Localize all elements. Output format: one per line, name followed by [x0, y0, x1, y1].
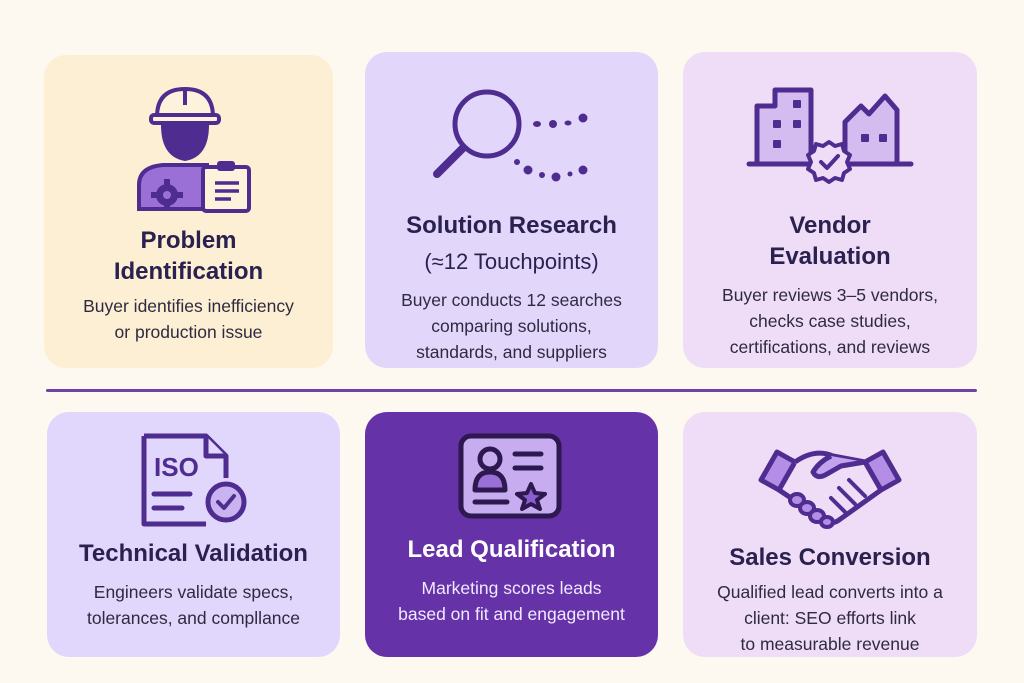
card-title: Solution Research: [406, 212, 617, 239]
card-description: Engineers validate specs, tolerances, an…: [86, 582, 301, 628]
stage-card-problem-identification: Problem Identification Buyer identifies …: [44, 55, 333, 368]
card-subtitle: (≈12 Touchpoints): [424, 249, 599, 274]
stage-card-vendor-evaluation: Vendor Evaluation Buyer reviews 3–5 vend…: [683, 52, 977, 368]
card-description: Marketing scores leads based on fit and …: [398, 578, 625, 624]
card-title-line2: Identification: [113, 258, 264, 285]
stage-card-sales-conversion: Sales Conversion Qualified lead converts…: [683, 412, 977, 657]
buildings-with-verified-badge-icon: [746, 87, 914, 184]
card-title: Sales Conversion: [729, 544, 931, 571]
card-description: Buyer conducts 12 searches comparing sol…: [401, 290, 622, 362]
id-card-with-star-icon: [458, 433, 561, 519]
handshake-icon: [758, 449, 902, 529]
stage-card-lead-qualification: Lead Qualification Marketing scores lead…: [365, 412, 658, 657]
card-title: Vendor: [789, 212, 871, 239]
card-description: Qualified lead converts into a client: S…: [717, 582, 943, 654]
card-description: Buyer reviews 3–5 vendors, checks case s…: [722, 285, 938, 357]
stage-card-technical-validation: ISO Technical Validation Engineers valid…: [47, 412, 340, 657]
card-title: Lead Qualification: [407, 536, 616, 563]
card-description: Buyer identifies inefficiency or product…: [83, 296, 294, 342]
card-title: Technical Validation: [79, 540, 308, 567]
engineer-with-clipboard-icon: [136, 86, 251, 213]
card-title: Problem: [140, 227, 237, 254]
row-divider: [46, 389, 977, 392]
svg-text:ISO: ISO: [154, 452, 199, 482]
iso-document-check-icon: ISO: [141, 433, 246, 527]
card-title-line2: Evaluation: [769, 243, 891, 270]
stage-card-solution-research: Solution Research (≈12 Touchpoints) Buye…: [365, 52, 658, 368]
magnifying-glass-with-dotted-trails-icon: [432, 89, 587, 182]
